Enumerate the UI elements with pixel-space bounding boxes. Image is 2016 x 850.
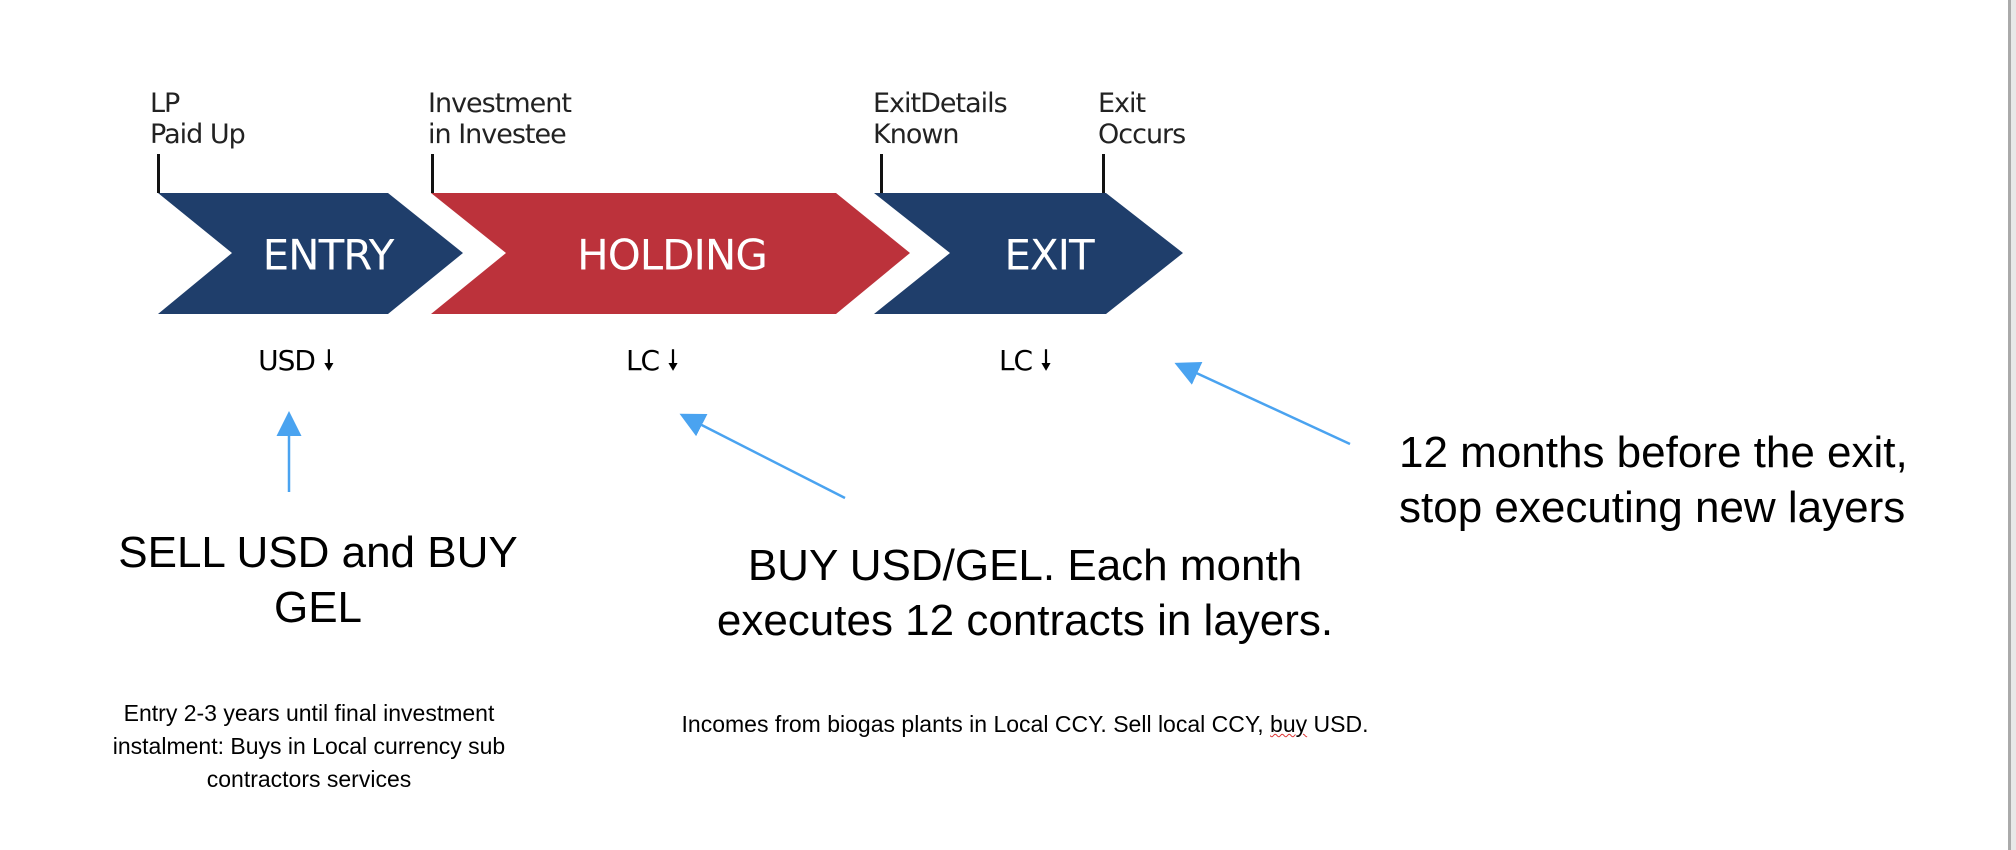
annotation-arrow-exit	[1174, 362, 1351, 446]
note-line: SELL USD and BUY	[118, 528, 518, 577]
holding-label: HOLDING	[577, 230, 768, 280]
milestone-line: LP	[150, 88, 180, 119]
milestone-line: Occurs	[1098, 119, 1186, 150]
milestone-line: Exit	[1098, 88, 1146, 119]
milestone-tick	[157, 154, 160, 193]
milestone-line: Investment	[428, 88, 572, 119]
window-edge	[2008, 0, 2011, 850]
milestone-tick	[431, 154, 434, 193]
detail-text: USD.	[1307, 711, 1369, 737]
note-line: 12 months before the exit,	[1399, 428, 1908, 477]
entry-label: ENTRY	[262, 230, 395, 280]
currency-code: USD	[258, 344, 316, 377]
entry-note: SELL USD and BUY GEL	[118, 525, 517, 635]
entry-detail: Entry 2-3 years until final investment in…	[113, 697, 505, 796]
milestone-tick	[1102, 154, 1105, 193]
milestone-tick	[880, 154, 883, 193]
exit-chevron	[874, 193, 1183, 314]
window-gutter	[2011, 0, 2016, 850]
currency-code: LC	[998, 344, 1033, 377]
note-line: executes 12 contracts in layers.	[716, 596, 1334, 645]
exit-label: EXIT	[1004, 230, 1094, 280]
holding-chevron	[431, 193, 910, 314]
milestone-line: in Investee	[428, 119, 567, 150]
down-arrow-icon: 🠗	[322, 344, 335, 377]
currency-code: LC	[625, 344, 660, 377]
misspelled-word: buy	[1270, 711, 1308, 737]
down-arrow-icon: 🠗	[1040, 344, 1052, 377]
milestone-line: Known	[873, 119, 960, 150]
note-line: BUY USD/GEL. Each month	[747, 541, 1303, 590]
annotation-arrow-holding	[679, 413, 846, 500]
exit-currency: LC 🠗	[998, 340, 1052, 388]
detail-line: Entry 2-3 years until final investment	[123, 700, 495, 726]
entry-currency: USD 🠗	[258, 340, 335, 388]
entry-chevron	[158, 193, 463, 314]
milestone-line: ExitDetails	[873, 88, 1008, 119]
holding-note: BUY USD/GEL. Each month executes 12 contr…	[717, 538, 1333, 648]
detail-line: instalment: Buys in Local currency sub	[112, 733, 506, 759]
detail-text: Incomes from biogas plants in Local CCY.…	[681, 711, 1271, 737]
note-line: stop executing new layers	[1399, 483, 1906, 532]
holding-currency: LC 🠗	[625, 340, 679, 388]
detail-line: contractors services	[206, 766, 412, 792]
note-line: GEL	[273, 583, 363, 632]
holding-detail: Incomes from biogas plants in Local CCY.…	[682, 708, 1369, 741]
down-arrow-icon: 🠗	[667, 344, 679, 377]
exit-note: 12 months before the exit, stop executing…	[1399, 425, 1908, 535]
milestone-line: Paid Up	[150, 119, 246, 150]
